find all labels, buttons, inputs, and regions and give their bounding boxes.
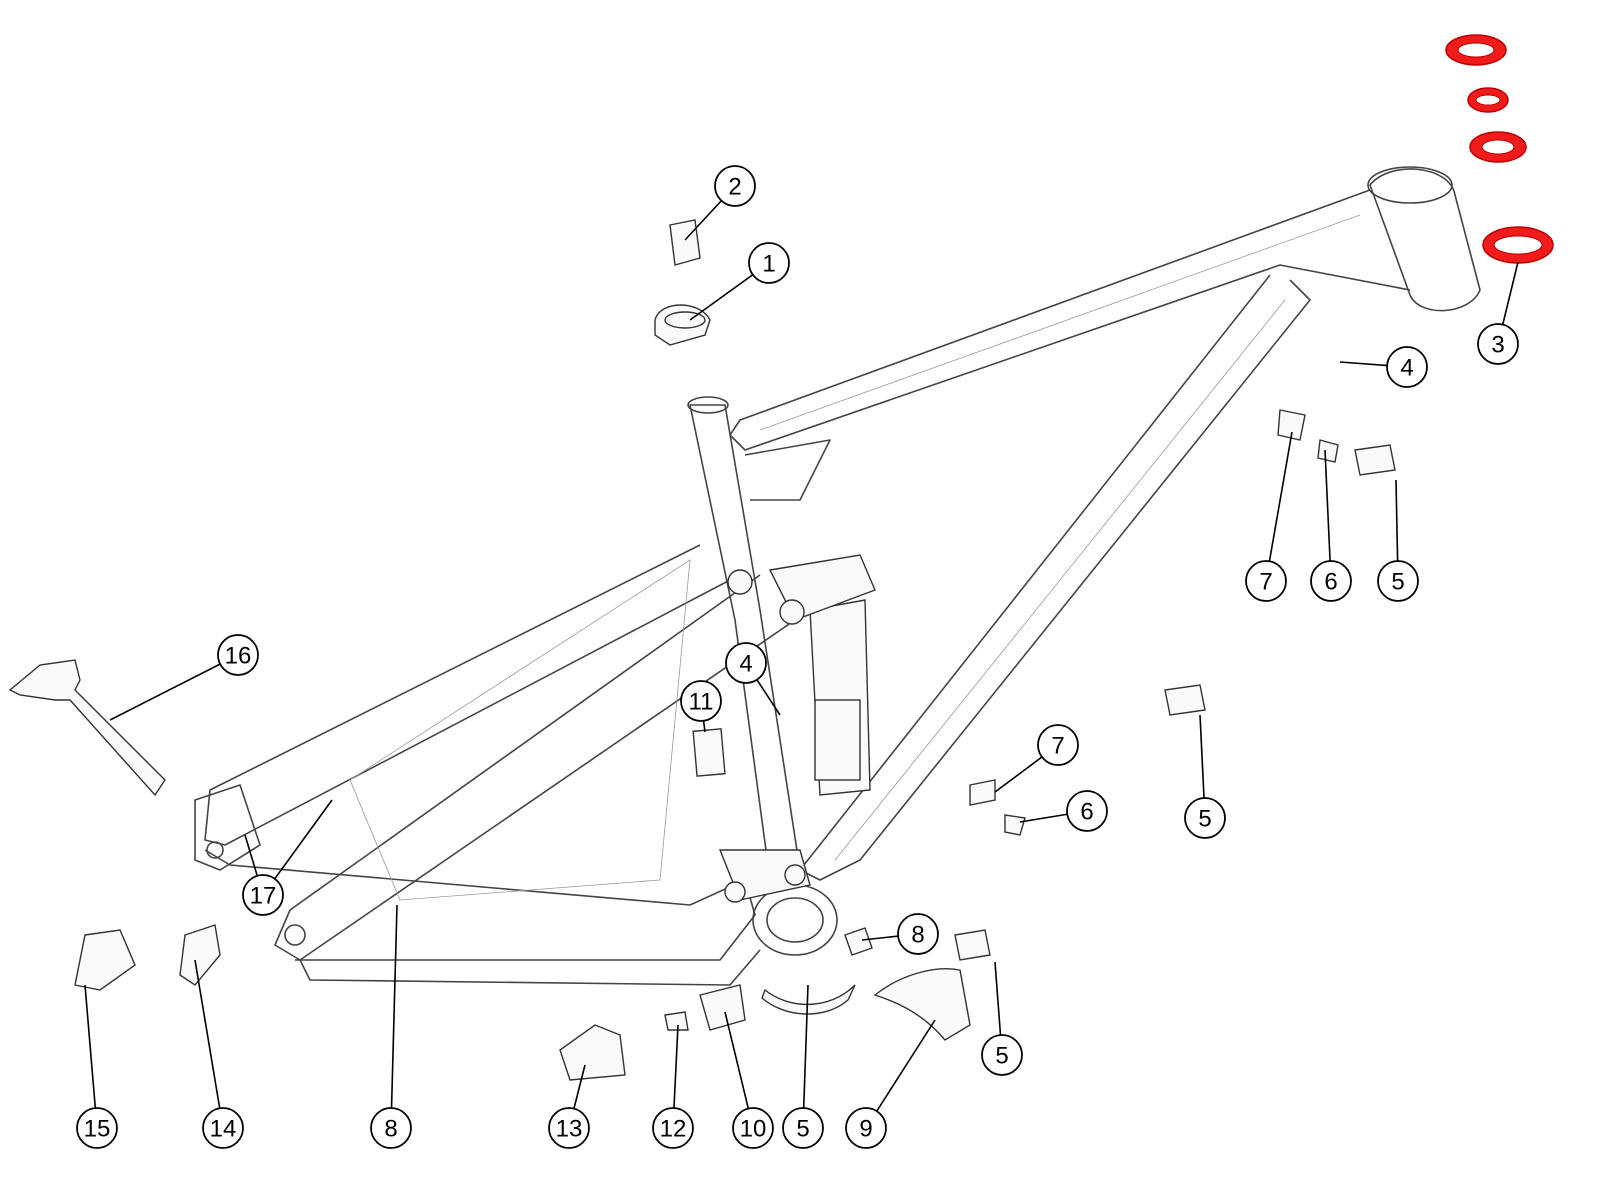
callout-number: 5	[995, 1043, 1008, 1070]
callout-circle	[1184, 797, 1226, 839]
callout-circle	[1066, 790, 1108, 832]
bike-frame	[194, 166, 1481, 986]
callout-circle	[1245, 560, 1287, 602]
callout-number: 8	[384, 1116, 397, 1143]
callout-number: 2	[728, 174, 741, 201]
callout-15: 15	[76, 984, 118, 1149]
callout-14: 14	[194, 959, 244, 1149]
callout-circle	[370, 1107, 412, 1149]
callout-circle	[76, 1107, 118, 1149]
callout-number: 17	[250, 883, 277, 910]
callout-7: 7	[994, 724, 1079, 793]
callout-circle	[1386, 346, 1428, 388]
bash-guard	[873, 968, 971, 1041]
chainstay-protector	[699, 984, 746, 1031]
callout-circle	[548, 1107, 590, 1149]
callout-number: 16	[225, 643, 252, 670]
callout-number: 6	[1080, 799, 1093, 826]
callout-5: 5	[981, 961, 1023, 1076]
headset-bearing-set	[1445, 34, 1554, 264]
callout-4: 4	[1339, 346, 1428, 388]
callout-1: 1	[689, 242, 790, 321]
thru-axle	[8, 659, 166, 797]
leader-line	[802, 984, 809, 1129]
bumper	[844, 927, 873, 956]
callout-number: 5	[1198, 806, 1211, 833]
cable-guide-bb	[761, 984, 856, 1015]
callout-17: 17	[242, 799, 333, 916]
derailleur-hanger-2	[179, 924, 221, 986]
callout-9: 9	[845, 1019, 936, 1149]
callout-number: 5	[796, 1116, 809, 1143]
callout-5: 5	[1184, 714, 1226, 839]
callout-6: 6	[1310, 449, 1352, 602]
callout-circle	[1377, 560, 1419, 602]
leader-line	[1324, 449, 1332, 582]
leader-line	[865, 1019, 936, 1129]
callout-10: 10	[724, 1011, 774, 1149]
leader-line	[84, 984, 98, 1129]
callout-11: 11	[680, 680, 722, 733]
chain-guide	[559, 1024, 626, 1081]
callout-number: 7	[1051, 733, 1064, 760]
callout-circle	[1477, 323, 1519, 365]
callout-6: 6	[1019, 790, 1108, 832]
derailleur-hanger	[74, 929, 136, 991]
callout-7: 7	[1245, 431, 1293, 602]
callout-circle	[1310, 560, 1352, 602]
callout-5: 5	[1377, 479, 1419, 602]
callout-circle	[714, 165, 756, 207]
callout-circle	[748, 242, 790, 284]
callout-12: 12	[652, 1024, 694, 1149]
callout-5: 5	[782, 984, 824, 1149]
callout-4: 4	[725, 642, 781, 716]
callout-number: 15	[84, 1116, 111, 1143]
leader-line	[109, 654, 239, 721]
plug	[669, 219, 701, 266]
callout-number: 8	[911, 922, 924, 949]
leader-line	[390, 904, 398, 1129]
callout-16: 16	[109, 634, 259, 721]
parts	[8, 34, 1554, 1081]
callout-circle	[242, 874, 284, 916]
callout-circle	[981, 1034, 1023, 1076]
cable-guide	[692, 728, 726, 777]
leader-line	[1265, 431, 1293, 582]
callout-number: 5	[1391, 569, 1404, 596]
callout-circle	[782, 1107, 824, 1149]
callout-3: 3	[1477, 261, 1519, 365]
leader-line	[194, 959, 224, 1129]
callout-number: 11	[689, 689, 714, 716]
callout-number: 9	[859, 1116, 872, 1143]
callout-circle	[725, 642, 767, 684]
callout-circle	[680, 680, 722, 722]
callout-number: 4	[739, 651, 752, 678]
callout-number: 1	[762, 251, 775, 278]
callout-number: 12	[660, 1116, 687, 1143]
callout-circle	[217, 634, 259, 676]
callout-number: 14	[210, 1116, 237, 1143]
callout-circle	[732, 1107, 774, 1149]
cable-clip	[664, 1011, 689, 1031]
callout-number: 4	[1400, 355, 1413, 382]
callout-number: 13	[556, 1116, 583, 1143]
cable-port-set	[954, 409, 1396, 961]
callout-8: 8	[861, 913, 939, 955]
callout-8: 8	[370, 904, 412, 1149]
callout-circle	[1037, 724, 1079, 766]
callout-13: 13	[548, 1064, 590, 1149]
callout-number: 6	[1324, 569, 1337, 596]
callout-number: 10	[740, 1116, 767, 1143]
callout-number: 7	[1259, 569, 1272, 596]
callout-number: 3	[1491, 332, 1504, 359]
callout-circle	[202, 1107, 244, 1149]
callout-2: 2	[684, 165, 756, 241]
callout-circle	[652, 1107, 694, 1149]
callout-circle	[897, 913, 939, 955]
callout-circle	[845, 1107, 887, 1149]
